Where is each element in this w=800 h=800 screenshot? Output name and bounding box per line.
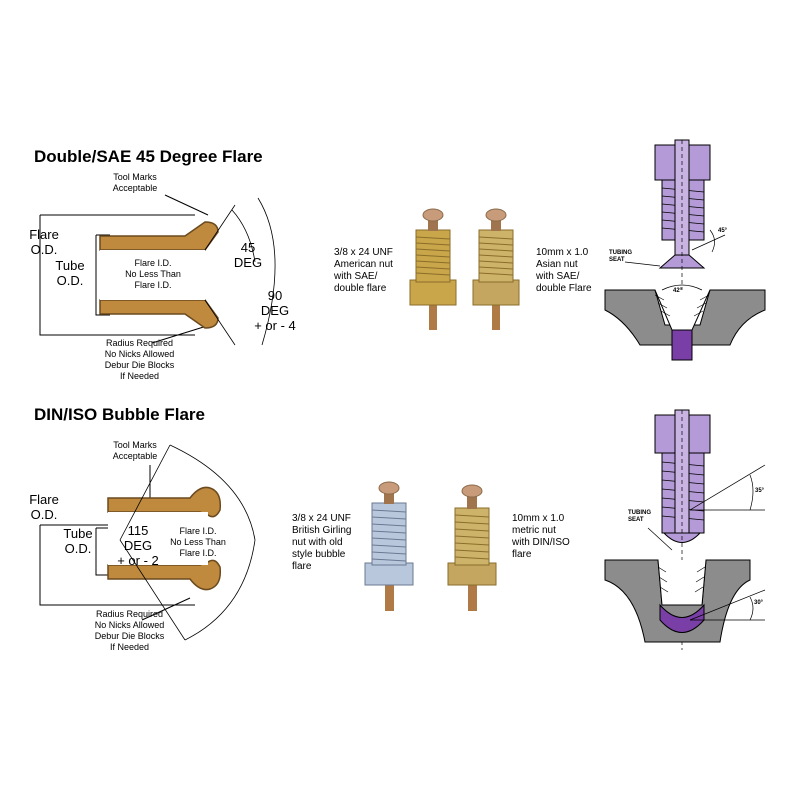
din-seat-angle-label: 35° — [755, 488, 765, 494]
sae-seat-angle-label: 45° — [718, 228, 728, 234]
sae-port-angle-label: 42° — [673, 288, 683, 294]
british-girling-nut-image — [364, 481, 414, 611]
sae-title: Double/SAE 45 Degree Flare — [34, 147, 263, 166]
sae-cross-section — [604, 139, 766, 361]
asian-nut-image — [472, 208, 520, 330]
din-cross-section — [604, 409, 766, 650]
american-nut-image — [409, 208, 457, 330]
sae-nut-photos — [409, 208, 520, 330]
din-port-angle-label: 30° — [754, 600, 764, 606]
din-title: DIN/ISO Bubble Flare — [34, 405, 205, 424]
din-nut-photos — [364, 481, 497, 611]
metric-din-nut-image — [447, 484, 497, 611]
